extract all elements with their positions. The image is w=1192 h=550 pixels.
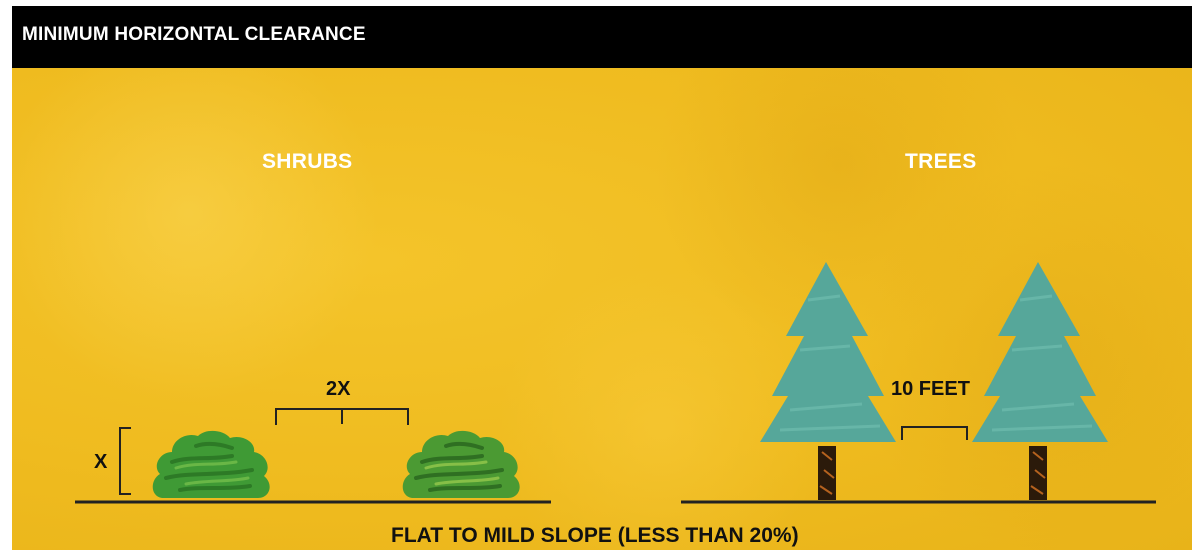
shrub-spacing-label: 2X — [326, 378, 351, 400]
shrub-left — [152, 430, 270, 498]
tree-left — [760, 262, 896, 500]
shrub-spacing-bracket — [275, 408, 409, 425]
slope-caption: FLAT TO MILD SLOPE (LESS THAN 20%) — [391, 524, 799, 547]
tree-spacing-bracket — [901, 426, 968, 440]
tree-right — [972, 262, 1108, 500]
height-bracket — [119, 427, 131, 495]
shrub-right — [402, 430, 520, 498]
trees-title: TREES — [905, 150, 977, 173]
shrub-height-label: X — [94, 451, 108, 473]
tree-spacing-label: 10 FEET — [891, 378, 970, 400]
header-bar: MINIMUM HORIZONTAL CLEARANCE — [12, 6, 1192, 68]
shrubs-title: SHRUBS — [262, 150, 353, 173]
diagram-title: MINIMUM HORIZONTAL CLEARANCE — [22, 24, 366, 45]
